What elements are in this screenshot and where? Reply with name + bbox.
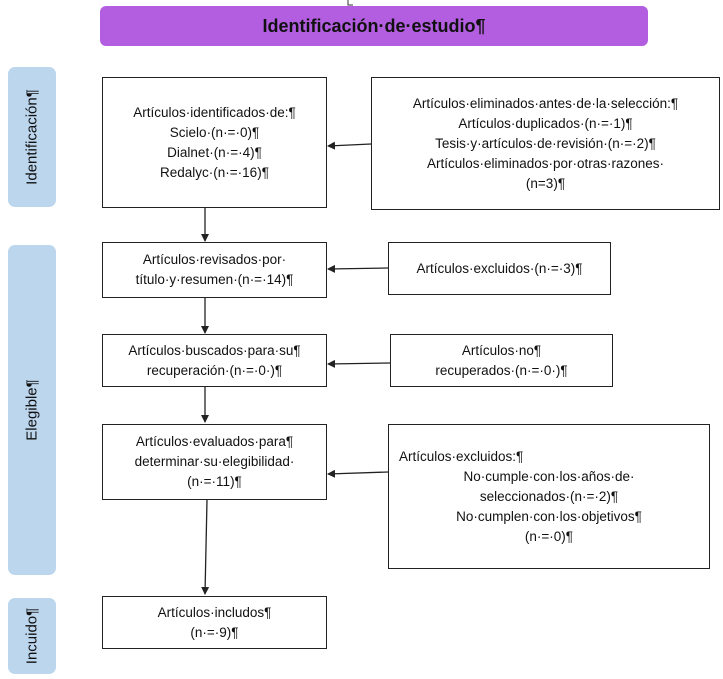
removed-line-3: Tesis·y·artículos·de·revisión·(n·=·2)¶ bbox=[435, 135, 656, 151]
excluded2-line-4: No·cumplen·con·los·objetivos¶ bbox=[456, 508, 642, 524]
assessed-line-3: (n·=·11)¶ bbox=[187, 474, 242, 489]
reviewed-line-1: Artículos·revisados·por· bbox=[142, 252, 287, 267]
excluded1-line-1: Artículos·excluidos·(n·=·3)¶ bbox=[416, 260, 583, 276]
box-articulos-no-recuperados: Artículos·no¶ recuperados·(n·=·0·)¶ bbox=[390, 334, 613, 387]
excluded2-line-5: (n·=·0)¶ bbox=[524, 528, 574, 544]
header-title: Identificación·de·estudio¶ bbox=[262, 15, 486, 36]
assessed-line-2: determinar·su·elegibilidad· bbox=[134, 454, 295, 469]
removed-line-5: (n=3)¶ bbox=[525, 175, 566, 191]
arrow-removed-to-identified bbox=[327, 141, 372, 150]
phase-incluido: Incuido¶ bbox=[8, 598, 56, 674]
box-articulos-evaluados: Artículos·evaluados·para¶ determinar·su·… bbox=[102, 424, 327, 500]
excluded2-line-3: seleccionados·(n·=·2)¶ bbox=[479, 488, 619, 504]
text-cursor-mark bbox=[347, 0, 353, 6]
not-retrieved-line-2: recuperados·(n·=·0·)¶ bbox=[435, 362, 568, 378]
header-identificacion-de-estudio: Identificación·de·estudio¶ bbox=[100, 6, 648, 46]
identified-line-4: Redalyc·(n·=·16)¶ bbox=[160, 164, 269, 180]
included-line-1: Artículos·includos¶ bbox=[157, 604, 272, 620]
excluded2-line-1: Artículos·excluidos:¶ bbox=[399, 448, 524, 464]
reviewed-line-2: título·y·resumen·(n·=·14)¶ bbox=[135, 272, 294, 287]
box-articulos-eliminados: Artículos·eliminados·antes·de·la·selecci… bbox=[371, 77, 720, 210]
identified-line-1: Artículos·identificados·de:¶ bbox=[133, 104, 296, 120]
phase-identificacion: Identificación¶ bbox=[8, 67, 56, 207]
identified-line-3: Dialnet·(n·=·4)¶ bbox=[167, 144, 262, 160]
not-retrieved-line-1: Artículos·no¶ bbox=[461, 342, 542, 358]
box-articulos-excluidos-1: Artículos·excluidos·(n·=·3)¶ bbox=[388, 242, 611, 295]
phase-elegible: Elegible¶ bbox=[8, 245, 56, 575]
excluded2-line-2: No·cumple·con·los·años·de· bbox=[463, 468, 635, 484]
identified-line-2: Scielo·(n·=·0)¶ bbox=[169, 124, 260, 140]
removed-line-1: Artículos·eliminados·antes·de·la·selecci… bbox=[412, 95, 679, 111]
box-articulos-buscados: Artículos·buscados·para·su¶ recuperación… bbox=[102, 334, 327, 387]
box-articulos-excluidos-2: Artículos·excluidos:¶ No·cumple·con·los·… bbox=[388, 424, 710, 569]
arrow-notretrieved-to-sought bbox=[327, 359, 391, 368]
box-articulos-identificados: Artículos·identificados·de:¶ Scielo·(n·=… bbox=[102, 77, 327, 208]
box-articulos-incluidos: Artículos·includos¶ (n·=·9)¶ bbox=[102, 596, 327, 649]
sought-line-2: recuperación·(n·=·0·)¶ bbox=[146, 362, 283, 378]
arrow-excluded2-to-assessed bbox=[327, 469, 389, 478]
arrow-assessed-to-included bbox=[201, 499, 210, 595]
box-articulos-revisados: Artículos·revisados·por· título·y·resume… bbox=[102, 242, 327, 298]
assessed-line-1: Artículos·evaluados·para¶ bbox=[135, 434, 294, 449]
included-line-2: (n·=·9)¶ bbox=[190, 624, 239, 640]
sought-line-1: Artículos·buscados·para·su¶ bbox=[128, 342, 301, 358]
arrow-excluded1-to-reviewed bbox=[327, 264, 389, 273]
removed-line-2: Artículos·duplicados·(n·=·1)¶ bbox=[458, 115, 633, 131]
removed-line-4: Artículos·eliminados·por·otras·razones· bbox=[426, 155, 665, 171]
